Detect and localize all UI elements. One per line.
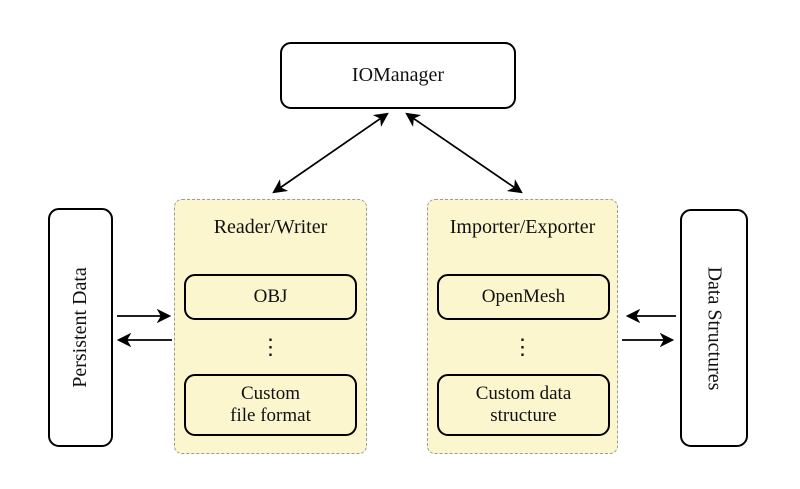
data-structures-node: Data Structures bbox=[680, 209, 748, 447]
importer-exporter-ellipsis: ⋮ bbox=[511, 334, 534, 359]
importer-exporter-title: Importer/Exporter bbox=[449, 216, 596, 238]
reader-writer-ellipsis: ⋮ bbox=[259, 334, 282, 359]
data-structures-label: Data Structures bbox=[703, 266, 726, 390]
custom-data-structure-node: Custom data structure bbox=[437, 374, 610, 436]
openmesh-label: OpenMesh bbox=[481, 286, 566, 308]
arrow-iomanager-importer-exporter bbox=[405, 112, 523, 194]
reader-writer-panel: Reader/Writer OBJ ⋮ Custom file format bbox=[174, 199, 367, 454]
custom-file-format-node: Custom file format bbox=[184, 374, 357, 436]
persistent-data-node: Persistent Data bbox=[48, 208, 113, 447]
openmesh-node: OpenMesh bbox=[437, 274, 610, 320]
arrow-iomanager-reader-writer bbox=[272, 112, 389, 194]
iomanager-label: IOManager bbox=[351, 64, 445, 86]
persistent-data-label: Persistent Data bbox=[69, 267, 91, 388]
iomanager-node: IOManager bbox=[280, 42, 516, 109]
obj-label: OBJ bbox=[253, 286, 288, 308]
reader-writer-title: Reader/Writer bbox=[213, 216, 328, 238]
custom-data-structure-label: Custom data structure bbox=[475, 383, 572, 426]
custom-file-format-label: Custom file format bbox=[230, 383, 311, 426]
obj-node: OBJ bbox=[184, 274, 357, 320]
importer-exporter-panel: Importer/Exporter OpenMesh ⋮ Custom data… bbox=[427, 199, 618, 454]
